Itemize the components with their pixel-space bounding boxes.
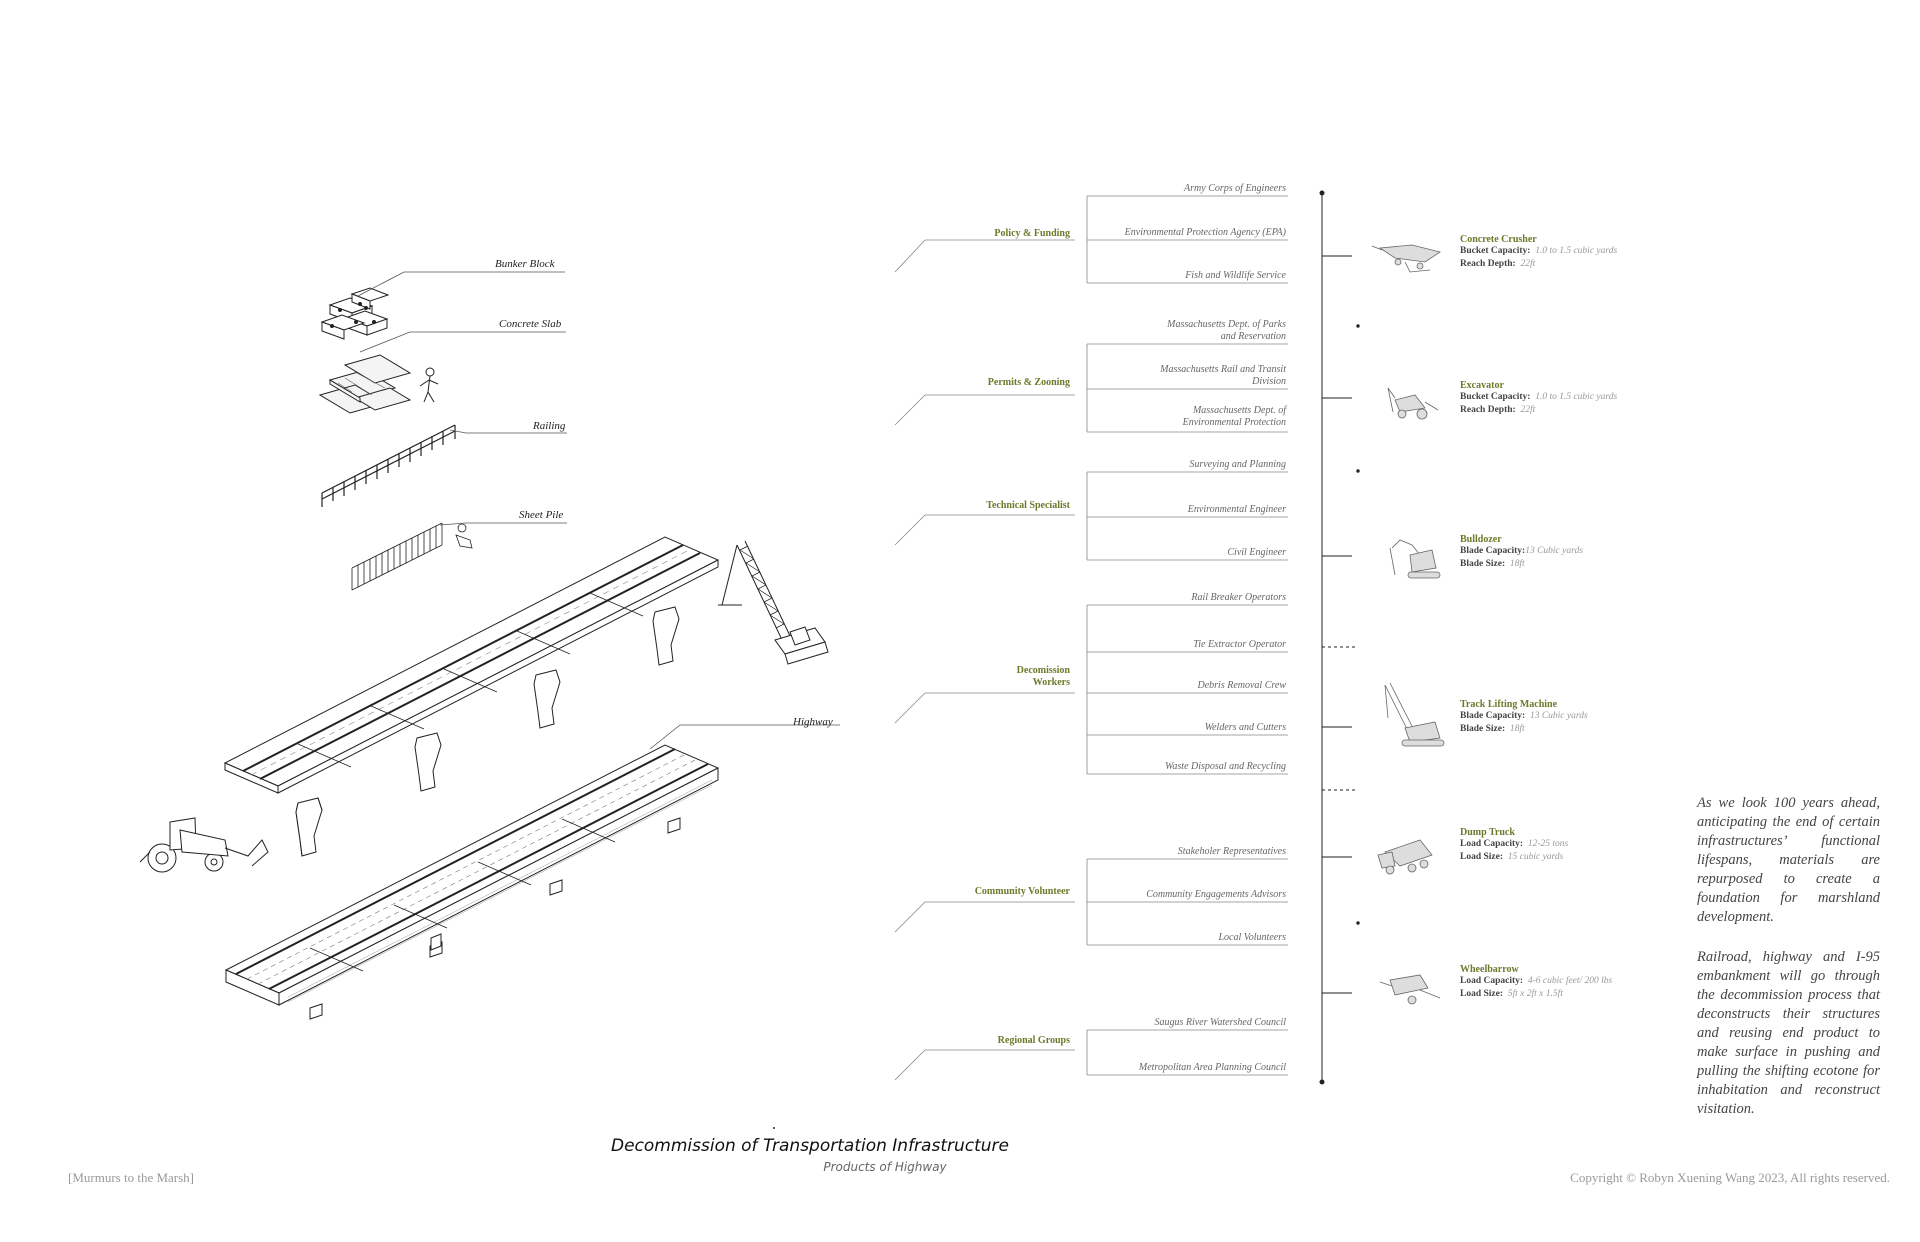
- narrative-paragraph-1: As we look 100 years ahead, anticipating…: [1697, 795, 1880, 925]
- machine-name: Wheelbarrow: [1460, 964, 1519, 975]
- machine-spec: Bucket Capacity: 1.0 to 1.5 cubic yards: [1460, 246, 1618, 256]
- upper-deck-drawing: [223, 536, 720, 794]
- callout-lines: [357, 271, 840, 750]
- label-highway: Highway: [793, 716, 833, 728]
- machine-spec: Blade Size: 18ft: [1460, 724, 1525, 734]
- concrete-slab-drawing: [318, 354, 439, 414]
- member-label: Local Volunteers: [1218, 932, 1287, 943]
- sheet-pile-drawing: [351, 522, 473, 591]
- machine-concrete-crusher: Concrete Crusher Bucket Capacity: 1.0 to…: [1460, 234, 1617, 271]
- group-label-community-volunteer: Community Volunteer: [974, 886, 1070, 897]
- label-railing: Railing: [533, 420, 566, 432]
- machine-bulldozer: Bulldozer Blade Capacity:13 Cubic yards …: [1460, 534, 1583, 571]
- machine-name: Dump Truck: [1460, 827, 1515, 838]
- member-label: Waste Disposal and Recycling: [1164, 761, 1286, 772]
- figure-subtitle: Products of Highway: [823, 1160, 947, 1174]
- machine-wheelbarrow: Wheelbarrow Load Capacity: 4-6 cubic fee…: [1460, 964, 1612, 1001]
- member-label: Massachusetts Dept. of Environmental Pro…: [1182, 405, 1286, 428]
- machine-spec: Load Size: 15 cubic yards: [1460, 852, 1564, 862]
- member-label: Saugus River Watershed Council: [1154, 1017, 1286, 1028]
- label-sheet-pile: Sheet Pile: [519, 509, 564, 521]
- machine-spec: Reach Depth: 22ft: [1460, 405, 1536, 415]
- member-label: Surveying and Planning: [1189, 459, 1286, 470]
- member-label: Rail Breaker Operators: [1191, 592, 1286, 603]
- member-label: Army Corps of Engineers: [1184, 183, 1286, 194]
- machine-name: Excavator: [1460, 380, 1504, 391]
- machine-spec: Blade Size: 18ft: [1460, 559, 1525, 569]
- member-label: Fish and Wildlife Service: [1185, 270, 1286, 281]
- member-label: Welders and Cutters: [1204, 722, 1286, 733]
- member-label: Community Engagements Advisors: [1146, 889, 1286, 900]
- narrative-paragraph-2: Railroad, highway and I-95 embankment wi…: [1697, 949, 1880, 1117]
- member-label: Tie Extractor Operator: [1193, 639, 1286, 650]
- copyright-notice: Copyright © Robyn Xuening Wang 2023, All…: [1570, 1170, 1890, 1185]
- bulldozer-icon: [1389, 539, 1441, 579]
- label-concrete-slab: Concrete Slab: [499, 318, 562, 330]
- figure-title: Decommission of Transportation Infrastru…: [611, 1136, 1009, 1156]
- member-label: Environmental Protection Agency (EPA): [1124, 227, 1286, 238]
- member-label: Environmental Engineer: [1187, 504, 1286, 515]
- railing-drawing: [321, 424, 456, 507]
- machine-spec: Blade Capacity:13 Cubic yards: [1460, 546, 1583, 556]
- member-label: Massachusetts Dept. of Parks and Reserva…: [1167, 319, 1286, 342]
- member-label: Civil Engineer: [1227, 547, 1286, 558]
- label-bunker-block: Bunker Block: [495, 258, 555, 270]
- machine-spec: Load Capacity: 12-25 tons: [1460, 839, 1569, 849]
- group-label-decommission-workers: Decomission Workers: [1016, 665, 1070, 688]
- group-label-regional-groups: Regional Groups: [997, 1035, 1070, 1046]
- machine-spec: Reach Depth: 22ft: [1460, 259, 1536, 269]
- excavator-icon: [1387, 387, 1439, 420]
- lower-highway-drawing: [224, 744, 720, 1020]
- marker-dot: [773, 1127, 775, 1129]
- machine-name: Bulldozer: [1460, 534, 1502, 545]
- crane-icon: [1384, 682, 1445, 747]
- bunker-block-drawing: [320, 287, 390, 340]
- wheelbarrow-icon: [1379, 974, 1441, 1005]
- machine-spec: Load Size: 5ft x 2ft x 1.5ft: [1460, 989, 1563, 999]
- machine-name: Concrete Crusher: [1460, 234, 1537, 245]
- piers-drawing: [295, 606, 680, 857]
- machine-dump-truck: Dump Truck Load Capacity: 12-25 tons Loa…: [1460, 827, 1568, 864]
- machine-track-lifting: Track Lifting Machine Blade Capacity: 13…: [1460, 699, 1588, 736]
- dump-truck-icon: [1377, 839, 1433, 875]
- crane-drawing: [718, 540, 829, 665]
- machine-excavator: Excavator Bucket Capacity: 1.0 to 1.5 cu…: [1460, 380, 1617, 417]
- project-name: [Murmurs to the Marsh]: [68, 1170, 195, 1185]
- member-label: Massachusetts Rail and Transit Division: [1160, 364, 1286, 387]
- stakeholder-tree: [894, 195, 1288, 1081]
- machine-spec: Blade Capacity: 13 Cubic yards: [1460, 711, 1588, 721]
- group-label-permits-zoning: Permits & Zooning: [987, 377, 1070, 388]
- member-label: Metropolitan Area Planning Council: [1138, 1062, 1286, 1073]
- member-label: Debris Removal Crew: [1197, 680, 1286, 691]
- machine-name: Track Lifting Machine: [1460, 699, 1558, 710]
- group-label-technical-specialist: Technical Specialist: [986, 500, 1070, 511]
- machine-spec: Bucket Capacity: 1.0 to 1.5 cubic yards: [1460, 392, 1618, 402]
- member-label: Stakeholer Representatives: [1177, 846, 1286, 857]
- tractor-drawing: [139, 817, 269, 873]
- machine-spec: Load Capacity: 4-6 cubic feet/ 200 lbs: [1460, 976, 1613, 986]
- group-label-policy-funding: Policy & Funding: [994, 228, 1070, 239]
- machinery-timeline: [1319, 190, 1360, 1085]
- concrete-crusher-icon: [1371, 244, 1441, 273]
